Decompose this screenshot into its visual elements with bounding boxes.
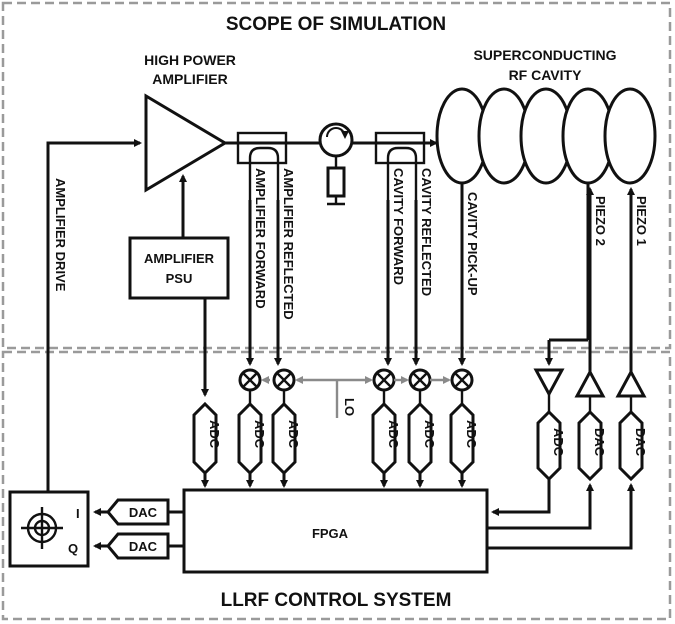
psu-label-line2: PSU — [166, 271, 193, 286]
adc-cavity-reflected: ADC — [407, 401, 437, 476]
coupler-amplifier — [236, 131, 288, 165]
amplifier-drive-line — [46, 139, 142, 492]
coupler-cavity-loop — [386, 146, 418, 200]
adc-cavity-pickup: ADC — [449, 401, 479, 476]
svg-text:DAC: DAC — [129, 539, 158, 554]
cavity-reflected-label: CAVITY REFLECTED — [419, 168, 434, 296]
iq-modulator-icon — [21, 507, 63, 549]
circulator-load — [326, 166, 346, 198]
simulation-scope-box — [1, 1, 672, 350]
amplifier-forward-label: AMPLIFIER FORWARD — [253, 168, 268, 309]
adc-psu: ADC — [192, 401, 222, 476]
iq-label-i: I — [76, 506, 80, 521]
cavity-forward-label: CAVITY FORWARD — [391, 168, 406, 285]
adc-piezo-sense: ADC — [536, 409, 566, 482]
svg-text:ADC: ADC — [422, 420, 437, 449]
cavity-label-line2: RF CAVITY — [509, 67, 583, 83]
mixer-cavity-pickup — [450, 368, 474, 392]
lo-distribution — [261, 376, 451, 418]
psu-label-line1: AMPLIFIER — [144, 251, 215, 266]
control-title: LLRF CONTROL SYSTEM — [221, 590, 452, 611]
hpa-label-line1: HIGH POWER — [144, 52, 236, 68]
amplifier-psu-block — [128, 236, 230, 300]
svg-text:ADC: ADC — [207, 420, 222, 449]
piezo-adc-to-fpga — [491, 479, 551, 516]
iq-label-q: Q — [68, 541, 78, 556]
dac-piezo1: DAC — [618, 409, 648, 482]
piezo1-amplifier — [615, 368, 647, 398]
cavity-cell-5 — [603, 87, 657, 185]
svg-text:ADC: ADC — [252, 420, 267, 449]
circulator-arrow — [326, 127, 349, 139]
control-system-box — [1, 350, 672, 621]
mixer-amplifier-forward — [238, 368, 262, 392]
svg-text:ADC: ADC — [464, 420, 479, 449]
dac-q: DAC — [106, 532, 170, 560]
superconducting-cavity — [435, 87, 657, 185]
mixer-cavity-forward — [372, 368, 396, 392]
mixer-amplifier-reflected — [272, 368, 296, 392]
fpga-block — [182, 488, 489, 574]
fpga-label: FPGA — [312, 526, 349, 541]
piezo2-amplifier — [574, 368, 606, 398]
svg-text:DAC: DAC — [592, 428, 607, 457]
svg-text:ADC: ADC — [286, 420, 301, 449]
mixer-cavity-reflected — [408, 368, 432, 392]
piezo1-label: PIEZO 1 — [634, 196, 649, 246]
adc-cavity-forward: ADC — [371, 401, 401, 476]
svg-text:DAC: DAC — [633, 428, 648, 457]
high-power-amplifier-triangle — [144, 93, 228, 193]
adc-amplifier-reflected: ADC — [271, 401, 301, 476]
amplifier-reflected-label: AMPLIFIER REFLECTED — [281, 168, 296, 320]
svg-text:DAC: DAC — [129, 505, 158, 520]
coupler-amplifier-loop — [248, 146, 280, 200]
fpga-to-piezo1-dac — [487, 483, 635, 550]
adc-amplifier-forward: ADC — [237, 401, 267, 476]
dac-piezo2: DAC — [577, 409, 607, 482]
piezo-feedback-amplifier — [533, 368, 565, 398]
cavity-label-line1: SUPERCONDUCTING — [473, 47, 616, 63]
svg-text:ADC: ADC — [551, 428, 566, 457]
lo-label: LO — [342, 398, 357, 416]
simulation-title: SCOPE OF SIMULATION — [226, 14, 446, 35]
fpga-to-piezo2-dac — [487, 483, 594, 530]
svg-text:ADC: ADC — [386, 420, 401, 449]
control-title-bg — [210, 584, 470, 612]
hpa-label-line2: AMPLIFIER — [152, 71, 227, 87]
amplifier-drive-label: AMPLIFIER DRIVE — [53, 178, 68, 292]
dac-i: DAC — [106, 498, 170, 526]
cavity-pickup-label: CAVITY PICK-UP — [465, 192, 480, 296]
coupler-cavity — [374, 131, 426, 165]
simulation-title-bg — [210, 8, 470, 36]
piezo2-label: PIEZO 2 — [593, 196, 608, 246]
